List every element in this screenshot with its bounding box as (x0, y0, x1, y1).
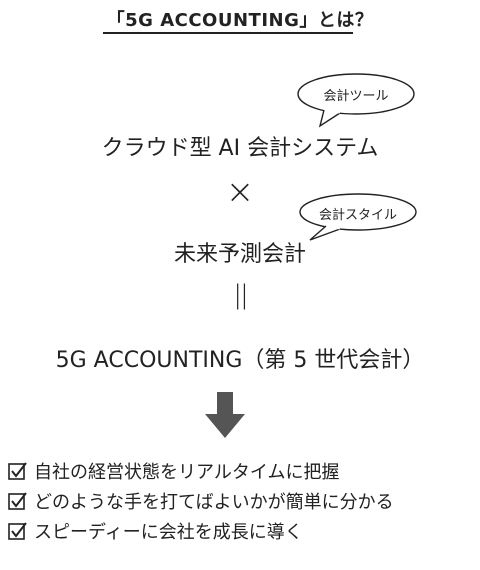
checklist-item: スピーディーに会社を成長に導く (8, 516, 394, 546)
page-title: 「5G ACCOUNTING」とは？ (106, 10, 374, 31)
times-symbol: × (225, 172, 255, 212)
title-underline (103, 32, 353, 34)
down-arrow-icon (205, 392, 245, 438)
speech-bubble-1 (297, 73, 415, 128)
checkbox-checked-icon (8, 522, 27, 540)
speech-bubble-2 (299, 193, 417, 241)
checklist-item-label: 自社の経営状態をリアルタイムに把握 (34, 462, 340, 483)
speech-bubble-1-label: 会計ツール (323, 89, 389, 104)
checkbox-checked-icon (8, 462, 27, 480)
checklist-item: 自社の経営状態をリアルタイムに把握 (8, 456, 394, 486)
speech-bubble-2-label: 会計スタイル (318, 208, 397, 223)
future-forecast-text: 未来予測会計 (173, 242, 306, 267)
cloud-ai-system-text: クラウド型 AI 会計システム (101, 136, 379, 161)
checkbox-checked-icon (8, 492, 27, 510)
checklist-item-label: スピーディーに会社を成長に導く (34, 522, 303, 543)
5g-accounting-text: 5G ACCOUNTING（第 5 世代会計） (55, 348, 425, 373)
equals-symbol: || (233, 280, 249, 310)
benefit-checklist: 自社の経営状態をリアルタイムに把握 どのような手を打てばよいかが簡単に分かる ス… (8, 456, 394, 546)
checklist-item: どのような手を打てばよいかが簡単に分かる (8, 486, 394, 516)
checklist-item-label: どのような手を打てばよいかが簡単に分かる (34, 492, 394, 513)
